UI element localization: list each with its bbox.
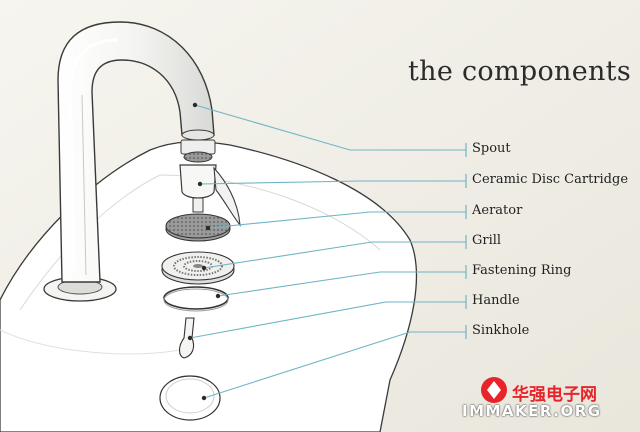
leader-lines: [189, 104, 466, 399]
label-aerator: Aerator: [472, 203, 523, 218]
label-sinkhole: Sinkhole: [472, 323, 530, 338]
fastening-ring-shape: [163, 286, 229, 312]
grill-shape: [161, 251, 235, 285]
label-spout: Spout: [472, 141, 511, 156]
watermark-logo-icon: [481, 377, 507, 403]
watermark-cjk: 华强电子网: [512, 385, 597, 405]
diagram-title: the components: [408, 56, 631, 87]
label-ceramic-disc-cartridge: Ceramic Disc Cartridge: [472, 172, 629, 187]
leader-dots: [187, 102, 221, 401]
sinkhole-shape: [159, 375, 221, 421]
leader-line-aerator: [207, 211, 466, 229]
handle-shape: [178, 317, 195, 359]
leader-line-cartridge: [199, 180, 466, 185]
label-fastening-ring: Fastening Ring: [472, 263, 572, 278]
watermark-latin: IMMAKER.ORG: [462, 402, 602, 420]
leader-line-fastening-ring: [217, 271, 466, 297]
aerator-shape: [165, 213, 231, 242]
leader-line-handle: [189, 301, 466, 339]
leader-line-sinkhole: [203, 331, 466, 399]
label-handle: Handle: [472, 293, 520, 308]
label-grill: Grill: [472, 233, 502, 248]
leader-line-grill: [203, 241, 466, 269]
leader-line-spout: [194, 104, 466, 151]
